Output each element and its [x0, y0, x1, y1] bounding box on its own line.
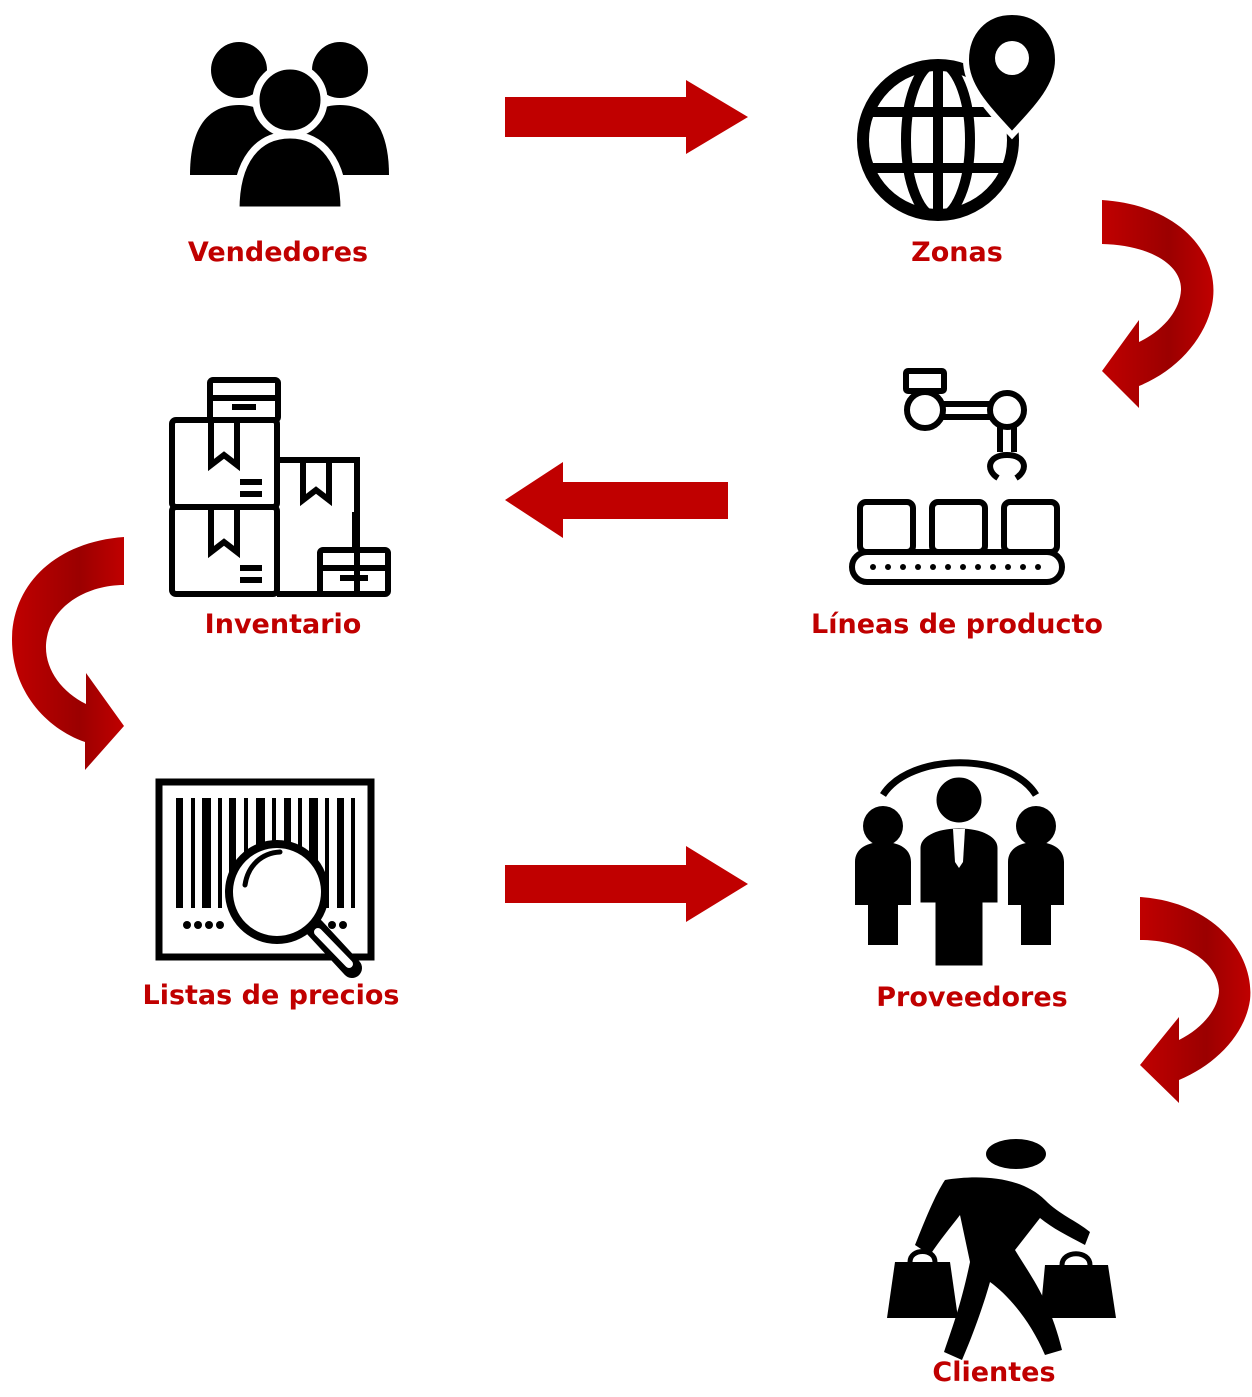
production-line-icon: [849, 368, 1065, 585]
node-label-proveedores: Proveedores: [876, 982, 1068, 1013]
shopper-icon: [887, 1139, 1116, 1360]
boxes-inventory-icon: [169, 377, 391, 597]
curved-arrow-proveedores-to-clientes: [1140, 897, 1251, 1103]
barcode-search-icon: [155, 778, 375, 978]
business-team-icon: [855, 759, 1064, 971]
node-label-inventario: Inventario: [204, 609, 362, 640]
node-label-lineas: Líneas de producto: [811, 609, 1103, 640]
people-group-icon: [190, 42, 389, 214]
globe-location-icon: [857, 8, 1062, 221]
node-label-vendedores: Vendedores: [187, 237, 369, 268]
curved-arrow-inventario-to-listas: [12, 537, 124, 770]
curved-arrow-zonas-to-lineas: [1102, 200, 1214, 408]
node-label-zonas: Zonas: [911, 237, 1003, 268]
arrow-listas-to-proveedores: [505, 846, 748, 922]
node-label-listas: Listas de precios: [142, 980, 400, 1011]
node-label-clientes: Clientes: [932, 1357, 1056, 1388]
arrow-vendedores-to-zonas: [505, 80, 748, 154]
arrow-lineas-to-inventario: [505, 462, 728, 538]
